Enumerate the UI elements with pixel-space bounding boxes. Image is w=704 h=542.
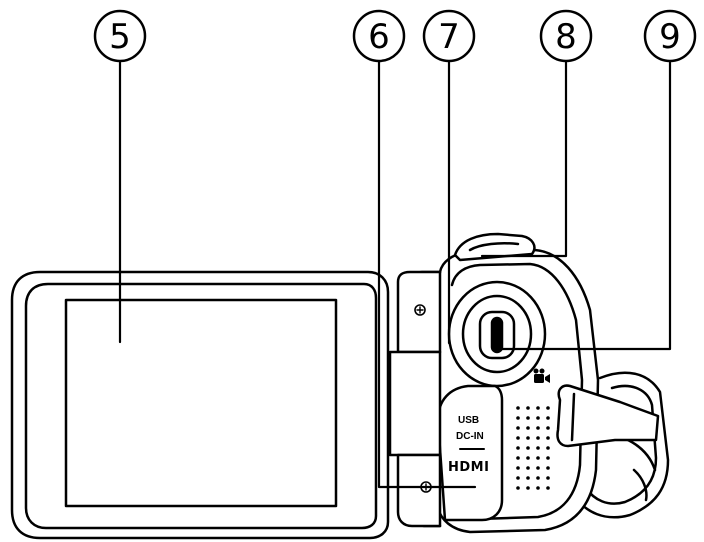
grille-dot — [546, 476, 550, 480]
grille-dot — [516, 466, 520, 470]
grille-dot — [536, 426, 540, 430]
grille-dot — [516, 416, 520, 420]
record-button-assembly[interactable] — [447, 280, 547, 388]
callout-circle — [422, 9, 476, 63]
connector-cover[interactable] — [436, 384, 504, 522]
lcd-panel[interactable] — [10, 270, 390, 540]
grille-dot — [546, 456, 550, 460]
grille-dot — [546, 486, 550, 490]
zoom-lever[interactable] — [453, 232, 536, 262]
grille-dot — [536, 446, 540, 450]
grille-dot — [536, 466, 540, 470]
grille-dot — [526, 446, 530, 450]
callout-6: 6 — [352, 9, 406, 63]
grille-dot — [526, 456, 530, 460]
strap-buckle — [556, 384, 660, 448]
callouts: 5 6 7 8 9 — [93, 9, 697, 63]
leader-lines — [118, 58, 672, 489]
callout-number: 5 — [109, 17, 131, 57]
hdmi-logo: HDMI — [448, 460, 489, 475]
grille-dot — [526, 466, 530, 470]
callout-7: 7 — [422, 9, 476, 63]
grille-dot — [536, 406, 540, 410]
grille-dot — [516, 406, 520, 410]
grille-dot — [536, 486, 540, 490]
grille-dot — [526, 476, 530, 480]
dc-in-label: DC-IN — [456, 431, 484, 442]
grille-dot — [536, 436, 540, 440]
grille-dot — [516, 476, 520, 480]
grille-dot — [516, 426, 520, 430]
lcd-hinge[interactable] — [388, 270, 442, 528]
grille-dot — [546, 416, 550, 420]
grille-dot — [546, 436, 550, 440]
grille-dot — [516, 486, 520, 490]
callout-8: 8 — [539, 9, 593, 63]
grille-dot — [526, 406, 530, 410]
grille-dot — [546, 466, 550, 470]
usb-label: USB — [458, 415, 479, 426]
grille-dot — [516, 436, 520, 440]
callout-number: 8 — [555, 17, 577, 57]
callout-number: 9 — [659, 17, 681, 57]
callout-circle — [352, 9, 406, 63]
callout-circle — [643, 9, 697, 63]
grille-dot — [536, 476, 540, 480]
callout-5: 5 — [93, 9, 147, 63]
speaker-grille — [516, 406, 550, 490]
movie-mode-icon — [533, 368, 550, 383]
grille-dot — [546, 426, 550, 430]
callout-9: 9 — [643, 9, 697, 63]
grille-dot — [526, 486, 530, 490]
callout-number: 6 — [368, 17, 390, 57]
grille-dot — [536, 456, 540, 460]
grille-dot — [526, 426, 530, 430]
grille-dot — [546, 406, 550, 410]
grille-dot — [536, 416, 540, 420]
grille-dot — [526, 436, 530, 440]
grille-dot — [516, 446, 520, 450]
grille-dot — [526, 416, 530, 420]
grille-dot — [546, 446, 550, 450]
screw-icon — [414, 304, 426, 316]
callout-circle — [93, 9, 147, 63]
lcd-screen — [64, 298, 338, 508]
callout-number: 7 — [438, 17, 460, 57]
grille-dot — [516, 456, 520, 460]
callout-circle — [539, 9, 593, 63]
